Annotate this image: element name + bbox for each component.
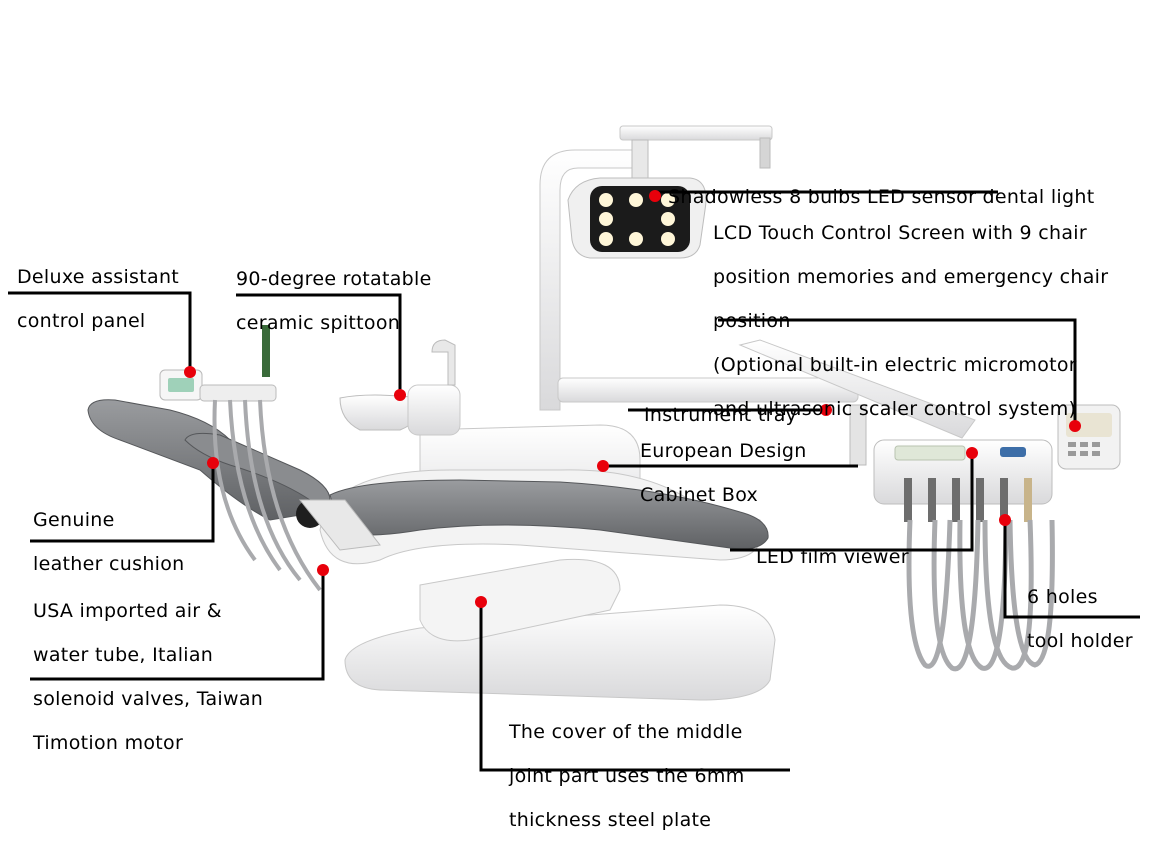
label-line: control panel [17, 310, 146, 332]
label-line: tool holder [1027, 630, 1133, 652]
label-line: LCD Touch Control Screen with 9 chair [713, 222, 1087, 244]
light-arm [539, 125, 773, 411]
label-line: position [713, 310, 791, 332]
leader-line-leather-cushion [30, 463, 215, 543]
label-line: USA imported air & [33, 600, 222, 622]
label-line: and ultrasonic scaler control system) [713, 398, 1077, 420]
label-line: 90-degree rotatable [236, 268, 432, 290]
marker-tubes-valves [317, 564, 329, 576]
label-spittoon: 90-degree rotatable ceramic spittoon [236, 246, 432, 356]
dental-unit-illustration [8, 125, 1140, 772]
leader-line-spittoon [236, 293, 402, 394]
leader-line-film-viewer [730, 453, 974, 552]
label-line: joint part uses the 6mm [509, 765, 745, 787]
leader-line-tool-holder [1003, 520, 1140, 619]
label-middle-joint: The cover of the middle joint part uses … [509, 699, 745, 853]
label-line: (Optional built-in electric micromotor [713, 354, 1077, 376]
label-tool-holder: 6 holes tool holder [1027, 564, 1133, 674]
label-line: The cover of the middle [509, 721, 743, 743]
spittoon [339, 339, 461, 436]
marker-middle-joint [475, 596, 487, 608]
label-lcd-screen: LCD Touch Control Screen with 9 chair po… [713, 200, 1108, 442]
label-line: Instrument tray [644, 404, 798, 426]
leader-line-lcd-screen [718, 318, 1077, 425]
label-line: solenoid valves, Taiwan [33, 688, 264, 710]
marker-assistant-panel [184, 366, 196, 378]
label-line: position memories and emergency chair [713, 266, 1109, 288]
marker-lcd-screen [1069, 420, 1081, 432]
label-line: Genuine [33, 509, 115, 531]
label-line: Deluxe assistant [17, 266, 180, 288]
label-leather-cushion: Genuine leather cushion [33, 487, 185, 597]
label-instrument-tray: Instrument tray [644, 382, 797, 448]
leader-line-assistant-panel [8, 291, 192, 370]
label-line: thickness steel plate [509, 809, 712, 831]
marker-spittoon [394, 389, 406, 401]
label-assistant-panel: Deluxe assistant control panel [17, 244, 179, 354]
leader-line-middle-joint [479, 602, 790, 772]
instrument-tray-arm [557, 339, 976, 466]
marker-film-viewer [966, 447, 978, 459]
marker-tool-holder [999, 514, 1011, 526]
label-line: Shadowless 8 bulbs LED sensor dental lig… [668, 186, 1095, 208]
leader-line-tubes-valves [30, 570, 325, 681]
marker-leather-cushion [207, 457, 219, 469]
label-line: Cabinet Box [640, 484, 759, 506]
label-dental-light: Shadowless 8 bulbs LED sensor dental lig… [668, 164, 1094, 230]
label-line: European Design [640, 440, 807, 462]
label-line: leather cushion [33, 553, 185, 575]
leader-lines [8, 190, 1140, 772]
marker-cabinet-box [597, 460, 609, 472]
chair-base [344, 558, 776, 701]
marker-dental-light [649, 190, 661, 202]
label-film-viewer: LED film viewer [756, 524, 909, 590]
label-line: water tube, Italian [33, 644, 214, 666]
dental-chair [87, 399, 769, 565]
label-line: LED film viewer [756, 546, 909, 568]
assistant-arm [159, 325, 322, 592]
dental-light-head [567, 177, 707, 259]
doctor-instrument-unit [873, 439, 1055, 672]
marker-instrument-tray [820, 404, 832, 416]
label-line: 6 holes [1027, 586, 1098, 608]
label-line: ceramic spittoon [236, 312, 401, 334]
label-tubes-valves: USA imported air & water tube, Italian s… [33, 578, 263, 776]
markers [184, 190, 1081, 608]
label-cabinet-box: European Design Cabinet Box [640, 418, 807, 528]
label-line: Timotion motor [33, 732, 184, 754]
